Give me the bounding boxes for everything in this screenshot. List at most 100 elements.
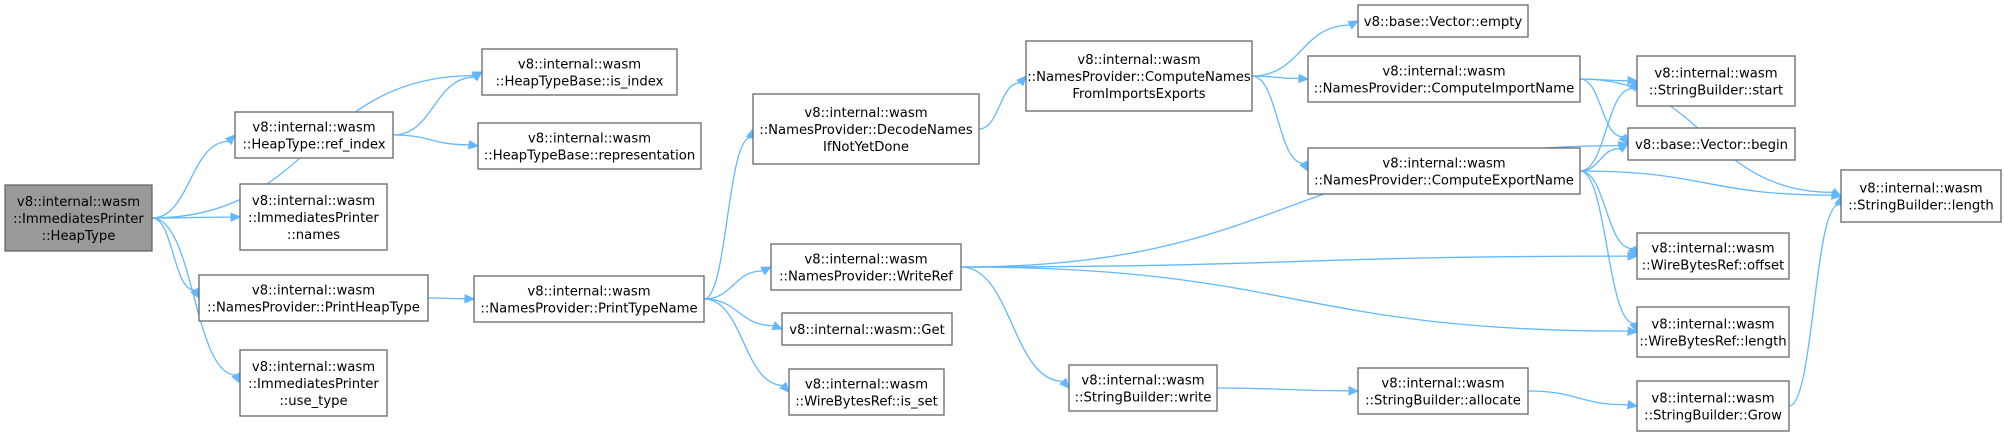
node-WriteRef[interactable]: v8::internal::wasm::NamesProvider::Write… [770,243,962,291]
node-label-line: ::NamesProvider::WriteRef [779,269,953,284]
node-PrintHeapType[interactable]: v8::internal::wasm::NamesProvider::Print… [198,274,429,322]
node-names[interactable]: v8::internal::wasm::ImmediatesPrinter::n… [239,183,388,251]
node-SB_Grow[interactable]: v8::internal::wasm::StringBuilder::Grow [1636,380,1790,432]
node-box [473,275,705,323]
nodes-layer: v8::internal::wasm::ImmediatesPrinter::H… [4,4,2002,432]
node-label-line: v8::internal::wasm [252,194,375,209]
edge-PrintHeapType-to-PrintTypeName [427,294,476,304]
edges-layer [151,20,1844,410]
node-label-line: ::StringBuilder::Grow [1644,408,1782,423]
node-box [477,122,702,170]
node-is_set[interactable]: v8::internal::wasm::WireBytesRef::is_set [788,368,945,416]
node-label-line: ::WireBytesRef::length [1639,334,1786,349]
edge-PrintTypeName-to-WriteRef [703,266,773,300]
node-box [1307,55,1581,103]
edge-PrintTypeName-to-is_set [703,298,790,393]
node-label-line: v8::internal::wasm [804,106,927,121]
edge-WriteRef-to-WBR_length [960,266,1639,336]
node-label-line: v8::internal::wasm [1651,391,1774,406]
node-box [781,312,953,346]
node-box [1307,147,1581,195]
node-label-line: v8::internal::wasm [1382,156,1505,171]
node-label-line: v8::internal::wasm [17,195,140,210]
node-WBR_length[interactable]: v8::internal::wasm::WireBytesRef::length [1636,306,1790,358]
edge-ComputeNames-to-ComputeExportName [1251,75,1309,173]
node-label-line: ::StringBuilder::length [1848,198,1994,213]
node-box [1627,127,1796,161]
node-label-line: v8::base::Vector::begin [1635,138,1788,153]
node-SB_start[interactable]: v8::internal::wasm::StringBuilder::start [1636,55,1796,107]
node-label-line: ::HeapTypeBase::is_index [496,74,664,89]
node-ComputeNames[interactable]: v8::internal::wasm::NamesProvider::Compu… [1025,40,1253,112]
node-ComputeImportName[interactable]: v8::internal::wasm::NamesProvider::Compu… [1307,55,1581,103]
node-root[interactable]: v8::internal::wasm::ImmediatesPrinter::H… [4,184,153,252]
node-use_type[interactable]: v8::internal::wasm::ImmediatesPrinter::u… [239,349,388,417]
node-box [1636,380,1790,432]
node-label-line: v8::internal::wasm [1382,64,1505,79]
edge-ComputeNames-to-ComputeImportName [1251,73,1310,84]
node-label-line: v8::internal::wasm [252,360,375,375]
edge-SB_write-to-SB_allocate [1216,386,1360,396]
node-Vector_empty[interactable]: v8::base::Vector::empty [1357,4,1529,38]
node-box [1840,169,2002,223]
node-box [752,93,980,165]
edge-ref_index-to-representation [392,134,480,150]
node-Get[interactable]: v8::internal::wasm::Get [781,312,953,346]
edge-ref_index-to-is_index [392,71,484,136]
node-label-line: ::HeapType::ref_index [242,137,385,152]
node-representation[interactable]: v8::internal::wasm::HeapTypeBase::repres… [477,122,702,170]
node-SB_allocate[interactable]: v8::internal::wasm::StringBuilder::alloc… [1357,367,1529,415]
edge-DecodeNames-to-ComputeNames [978,75,1027,130]
node-label-line: v8::internal::wasm [1081,373,1204,388]
node-label-line: ::NamesProvider::ComputeImportName [1314,81,1574,96]
node-label-line: ::ImmediatesPrinter [13,212,144,227]
node-label-line: ::HeapType [42,229,116,244]
node-label-line: ::ImmediatesPrinter [248,377,379,392]
node-SB_write[interactable]: v8::internal::wasm::StringBuilder::write [1068,364,1218,412]
node-label-line: v8::internal::wasm [1381,376,1504,391]
node-box [198,274,429,322]
node-label-line: v8::internal::wasm::Get [789,323,945,338]
node-label-line: v8::internal::wasm [252,283,375,298]
node-label-line: ::WireBytesRef::is_set [795,394,938,409]
node-SB_length[interactable]: v8::internal::wasm::StringBuilder::lengt… [1840,169,2002,223]
node-label-line: v8::internal::wasm [518,57,641,72]
node-box [481,48,678,96]
node-label-line: ::ImmediatesPrinter [248,211,379,226]
node-label-line: IfNotYetDone [823,140,909,155]
edge-WriteRef-to-SB_write [960,266,1070,389]
node-box [788,368,945,416]
node-box [1357,367,1529,415]
node-label-line: v8::internal::wasm [805,377,928,392]
edge-root-to-ref_index [151,134,236,219]
node-Vector_begin[interactable]: v8::base::Vector::begin [1627,127,1796,161]
node-DecodeNames[interactable]: v8::internal::wasm::NamesProvider::Decod… [752,93,980,165]
node-box [239,349,388,417]
node-label-line: ::NamesProvider::DecodeNames [759,123,973,138]
node-label-line: v8::internal::wasm [1651,317,1774,332]
node-label-line: ::names [287,228,340,243]
node-label-line: v8::internal::wasm [1654,66,1777,81]
edge-PrintTypeName-to-DecodeNames [703,127,755,300]
node-box [239,183,388,251]
node-ref_index[interactable]: v8::internal::wasm::HeapType::ref_index [234,111,394,159]
node-label-line: ::NamesProvider::ComputeExportName [1314,173,1574,188]
node-label-line: v8::base::Vector::empty [1364,15,1523,30]
edge-root-to-names [151,212,242,222]
node-label-line: ::StringBuilder::start [1649,83,1783,98]
node-WBR_offset[interactable]: v8::internal::wasm::WireBytesRef::offset [1636,232,1790,280]
node-label-line: v8::internal::wasm [1651,241,1774,256]
edge-WriteRef-to-WBR_offset [960,251,1639,268]
node-is_index[interactable]: v8::internal::wasm::HeapTypeBase::is_ind… [481,48,678,96]
node-ComputeExportName[interactable]: v8::internal::wasm::NamesProvider::Compu… [1307,147,1581,195]
edge-root-to-PrintHeapType [151,217,200,300]
node-label-line: ::NamesProvider::PrintHeapType [207,300,420,315]
node-box [1025,40,1253,112]
node-label-line: v8::internal::wasm [527,284,650,299]
node-label-line: FromImportsExports [1072,87,1205,102]
node-PrintTypeName[interactable]: v8::internal::wasm::NamesProvider::Print… [473,275,705,323]
node-box [1636,55,1796,107]
edge-ComputeExportName-to-SB_length [1579,170,1843,200]
node-box [234,111,394,159]
